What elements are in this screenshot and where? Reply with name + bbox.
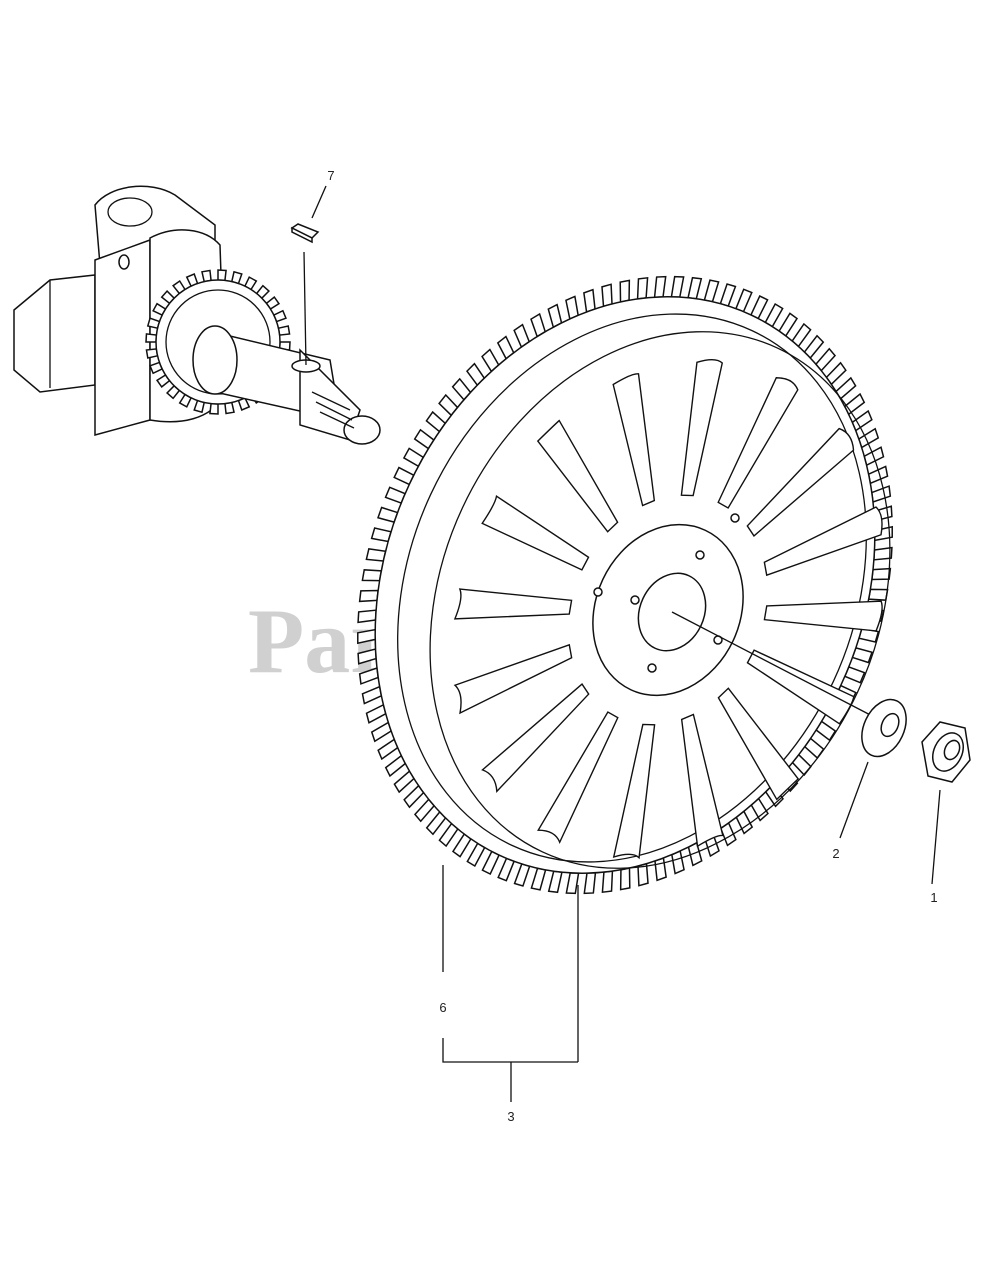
flywheel-tooth [481,850,501,875]
flywheel-tooth [370,721,393,743]
crankshaft-assembly [13,185,381,445]
flywheel-fin [746,427,855,537]
flywheel-fin [481,494,590,571]
flywheel-fin [612,723,656,860]
flywheel-fin [746,649,855,725]
callout-2[interactable]: 2 [832,846,839,861]
flywheel-fin [612,373,656,507]
flywheel [357,275,893,895]
crank-gear-tooth [217,269,227,282]
flywheel-fin [537,711,619,845]
flywheel-tooth [687,276,703,300]
flywheel-tooth [583,872,597,895]
flywheel-fin [680,358,724,497]
woodruff-key [290,223,320,244]
flywheel-tooth [734,288,753,313]
flywheel-tooth [636,276,649,300]
flywheel-tooth [654,856,667,882]
flywheel-fin [453,588,573,620]
flywheel-fin [763,506,883,577]
callout-3[interactable]: 3 [507,1109,514,1124]
crank-gear-tooth [145,333,158,343]
flywheel-tooth [361,569,383,582]
flywheel-tooth [358,589,379,603]
flywheel-tooth [365,703,387,724]
flywheel-tooth [565,872,580,895]
flywheel-fin [453,643,573,715]
flywheel-tooth [871,567,892,581]
flywheel-tooth [601,283,613,308]
flywheel-tooth [601,870,614,894]
flywheel-fin [717,377,799,509]
flywheel-tooth [619,279,631,303]
callout-6[interactable]: 6 [439,1000,446,1015]
flywheel-tooth [513,863,531,887]
flywheel-tooth [619,867,631,891]
flywheel-tooth [583,288,596,314]
flywheel-tooth [547,870,563,894]
flywheel-tooth [670,275,685,298]
flywheel-tooth [365,548,387,562]
flywheel-fin [680,713,724,848]
flywheel-tooth [703,279,720,303]
flywheel-fin [481,683,590,794]
flywheel-tooth [719,283,737,307]
flywheel-fin [763,600,883,632]
flywheel-fin [536,419,619,533]
flywheel-tooth [530,867,547,891]
flywheel-tooth [867,588,889,601]
crank-gear-tooth [209,402,219,415]
callout-1[interactable]: 1 [930,890,937,905]
flywheel-tooth [497,857,516,882]
flywheel-tooth [749,295,769,320]
flywheel-tooth [653,275,667,298]
flywheel-tooth [870,485,892,503]
nut [921,721,971,783]
washer [861,698,907,758]
flywheel-tooth [357,609,377,624]
flywheel-fin [717,687,800,801]
callout-7[interactable]: 7 [327,168,334,183]
